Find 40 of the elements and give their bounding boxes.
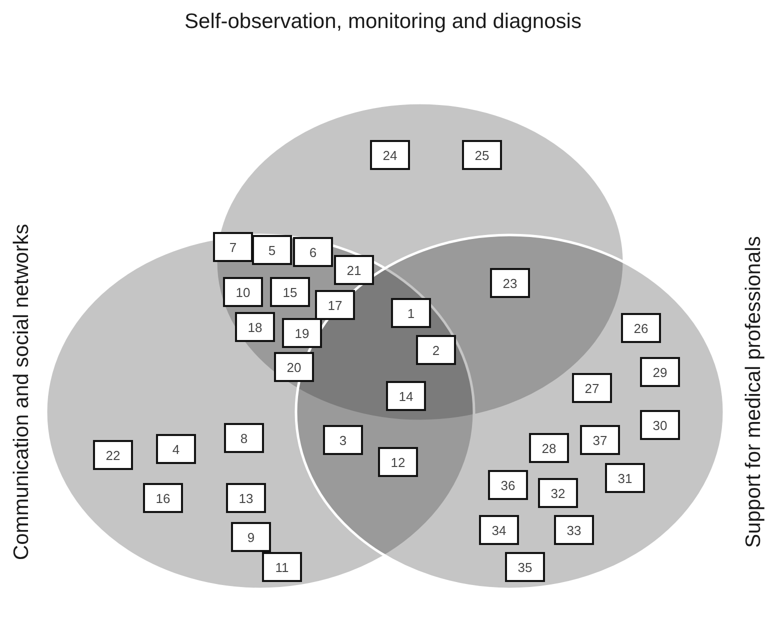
circle-heading: Self-observation, monitoring and diagnosis [184, 10, 582, 34]
number-label: 32 [538, 478, 578, 508]
number-label: 1 [391, 298, 431, 328]
number-label: 34 [479, 515, 519, 545]
number-label: 23 [490, 268, 530, 298]
circle-heading: Communication and social networks [10, 224, 34, 560]
number-label: 37 [580, 425, 620, 455]
circle-heading: Support for medical professionals [742, 236, 766, 548]
number-label: 18 [235, 312, 275, 342]
number-label: 15 [270, 277, 310, 307]
number-label: 26 [621, 313, 661, 343]
number-label: 13 [226, 483, 266, 513]
number-label: 36 [488, 470, 528, 500]
number-label: 11 [262, 552, 302, 582]
number-label: 6 [293, 237, 333, 267]
number-label: 27 [572, 373, 612, 403]
number-label: 17 [315, 290, 355, 320]
number-label: 21 [334, 255, 374, 285]
number-label: 29 [640, 357, 680, 387]
number-label: 2 [416, 335, 456, 365]
number-label: 31 [605, 463, 645, 493]
number-label: 7 [213, 232, 253, 262]
number-label: 35 [505, 552, 545, 582]
number-label: 22 [93, 440, 133, 470]
number-label: 5 [252, 235, 292, 265]
number-label: 19 [282, 318, 322, 348]
number-label: 30 [640, 410, 680, 440]
number-label: 28 [529, 433, 569, 463]
number-label: 10 [223, 277, 263, 307]
number-label: 33 [554, 515, 594, 545]
number-label: 24 [370, 140, 410, 170]
number-label: 9 [231, 522, 271, 552]
number-label: 12 [378, 447, 418, 477]
number-label: 3 [323, 425, 363, 455]
number-label: 25 [462, 140, 502, 170]
number-label: 16 [143, 483, 183, 513]
number-label: 8 [224, 423, 264, 453]
number-label: 14 [386, 381, 426, 411]
number-label: 4 [156, 434, 196, 464]
number-label: 20 [274, 352, 314, 382]
